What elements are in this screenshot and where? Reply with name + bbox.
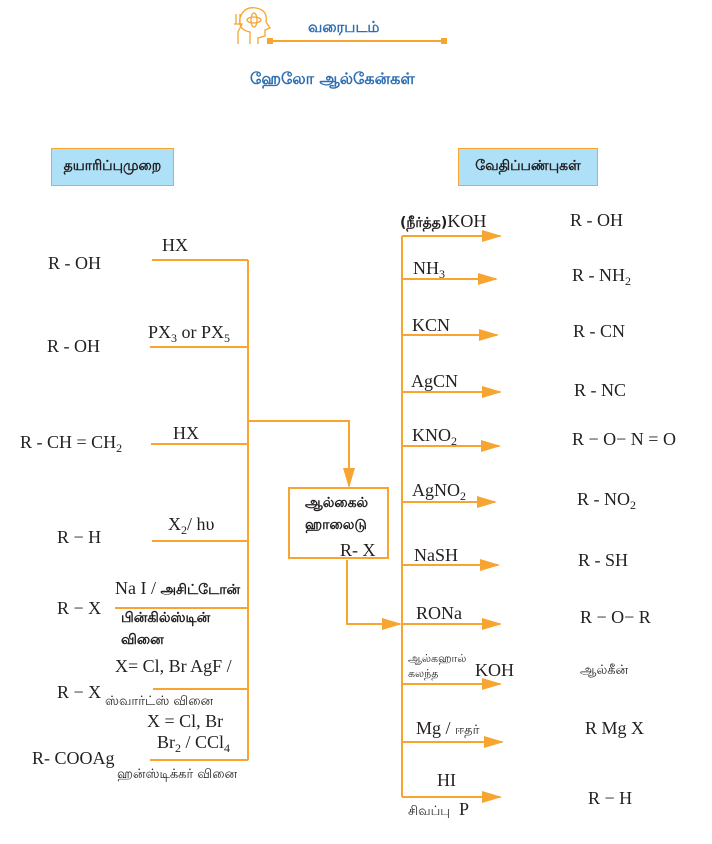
product: R - NC [574,380,627,400]
reagent-note: ஆல்கஹால் [408,652,467,665]
reactant: R - CH = CH2 [20,432,123,455]
reagent: PX3 or PX5 [148,322,231,345]
page-title: ஹேலோ ஆல்கேன்கள் [250,69,415,88]
reagent: சிவப்பு P [408,799,469,819]
center-label: ஆல்கைல் [305,495,369,511]
reagent: X = Cl, Br [147,711,224,731]
reagent: Mg / ஈதர் [416,718,480,738]
preparation-heading: தயாரிப்புமுறை [51,148,174,186]
product: R Mg X [585,718,645,738]
product: R - NH2 [572,265,631,288]
product: R - OH [570,210,623,230]
reagent: AgCN [411,371,459,391]
reagent: KCN [412,315,451,335]
product: R − H [588,788,633,808]
product: R - SH [578,550,629,570]
reagent: RONa [416,603,462,623]
center-formula: R- X [340,540,376,560]
reaction-name: பின்கில்ஸ்டின் [121,610,211,626]
reagent: AgNO2 [412,480,466,503]
reagent: X2/ hυ [168,514,215,537]
reactant: R- COOAg [32,748,115,768]
center-box [288,487,389,559]
reagent: X= Cl, Br AgF / [115,656,232,676]
reagent: (நீர்த்த)KOH [400,211,487,231]
reagent: HX [173,423,199,443]
reagent: HI [437,770,456,790]
head-atom-icon [234,7,271,44]
properties-heading: வேதிப்பண்புகள் [458,148,598,186]
reagent: KNO2 [412,425,457,448]
reaction-name: ஸ்வார்ட்ஸ் வினை [105,694,214,709]
reaction-name: வினை [121,632,164,648]
reagent: NaSH [414,545,458,565]
reagent: Br2 / CCl4 [157,732,231,755]
reactant: R − H [57,527,102,547]
product: R − O− N = O [572,429,676,449]
product: R - NO2 [577,489,636,512]
reactant: R - OH [48,253,101,273]
reagent: KOH [475,660,514,680]
reactant: R − X [57,598,102,618]
center-label: ஹாலைடு [305,517,367,533]
product: R − O− R [580,607,651,627]
section-label: வரைபடம் [308,18,380,36]
reagent: HX [162,235,188,255]
reactant: R − X [57,682,102,702]
product: R - CN [573,321,626,341]
reagent-note: கலந்த [408,667,439,680]
reaction-name: ஹன்ஸ்டிக்கர் வினை [117,767,238,782]
product: ஆல்கீன் [580,663,629,678]
reagent: Na I / அசிட்டோன் [115,578,241,598]
reactant: R - OH [47,336,100,356]
reagent: NH3 [413,258,445,281]
